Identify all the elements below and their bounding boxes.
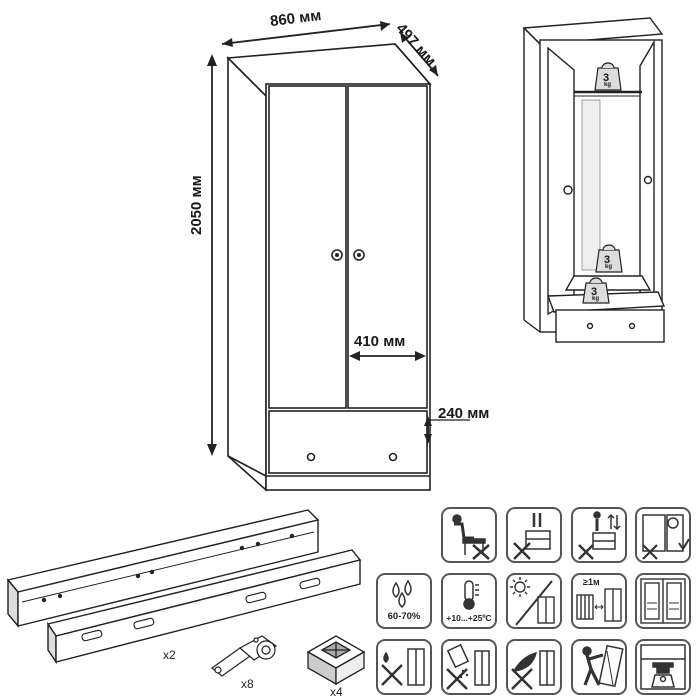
rail-load-unit: kg: [605, 264, 613, 270]
window-ventilation-icon: [635, 573, 691, 629]
keep-from-heater-icon: ≥1м: [571, 573, 627, 629]
no-stand-on-furniture-icon: [571, 507, 627, 563]
rail-load-value: 3: [604, 254, 611, 266]
no-abrasive-icon: [506, 639, 562, 695]
no-climb-icon: [506, 507, 562, 563]
shelf-load-unit: kg: [604, 82, 612, 88]
distance-value: ≥1м: [583, 577, 600, 587]
drawer-load-value: 3: [591, 286, 598, 298]
no-chemical-cleaning-icon: [441, 639, 497, 695]
humidity-value: 60-70%: [387, 611, 421, 622]
leg-quantity: x4: [330, 685, 343, 699]
temperature-icon: +10...+25ºC: [441, 573, 497, 629]
drawer-load-unit: kg: [592, 296, 600, 302]
no-sit-on-furniture-icon: [441, 507, 497, 563]
humidity-icon: 60-70%: [376, 573, 432, 629]
hinge-quantity: x8: [241, 677, 254, 691]
temperature-value: +10...+25ºC: [446, 613, 492, 623]
shelf-load-value: 3: [603, 72, 610, 84]
care-icon-grid: 60-70% +10...+25ºC ≥1м: [373, 505, 699, 700]
wall-anchor-tipping-icon: [571, 639, 627, 695]
door-hinge-alignment-icon: [635, 507, 691, 563]
drawer-height-dimension-label: 240 мм: [438, 405, 490, 422]
max-load-icon: [635, 639, 691, 695]
no-direct-sunlight-icon: [506, 573, 562, 629]
no-wet-cleaning-icon: [376, 639, 432, 695]
door-width-dimension-label: 410 мм: [354, 333, 406, 350]
rail-quantity: x2: [163, 648, 176, 662]
